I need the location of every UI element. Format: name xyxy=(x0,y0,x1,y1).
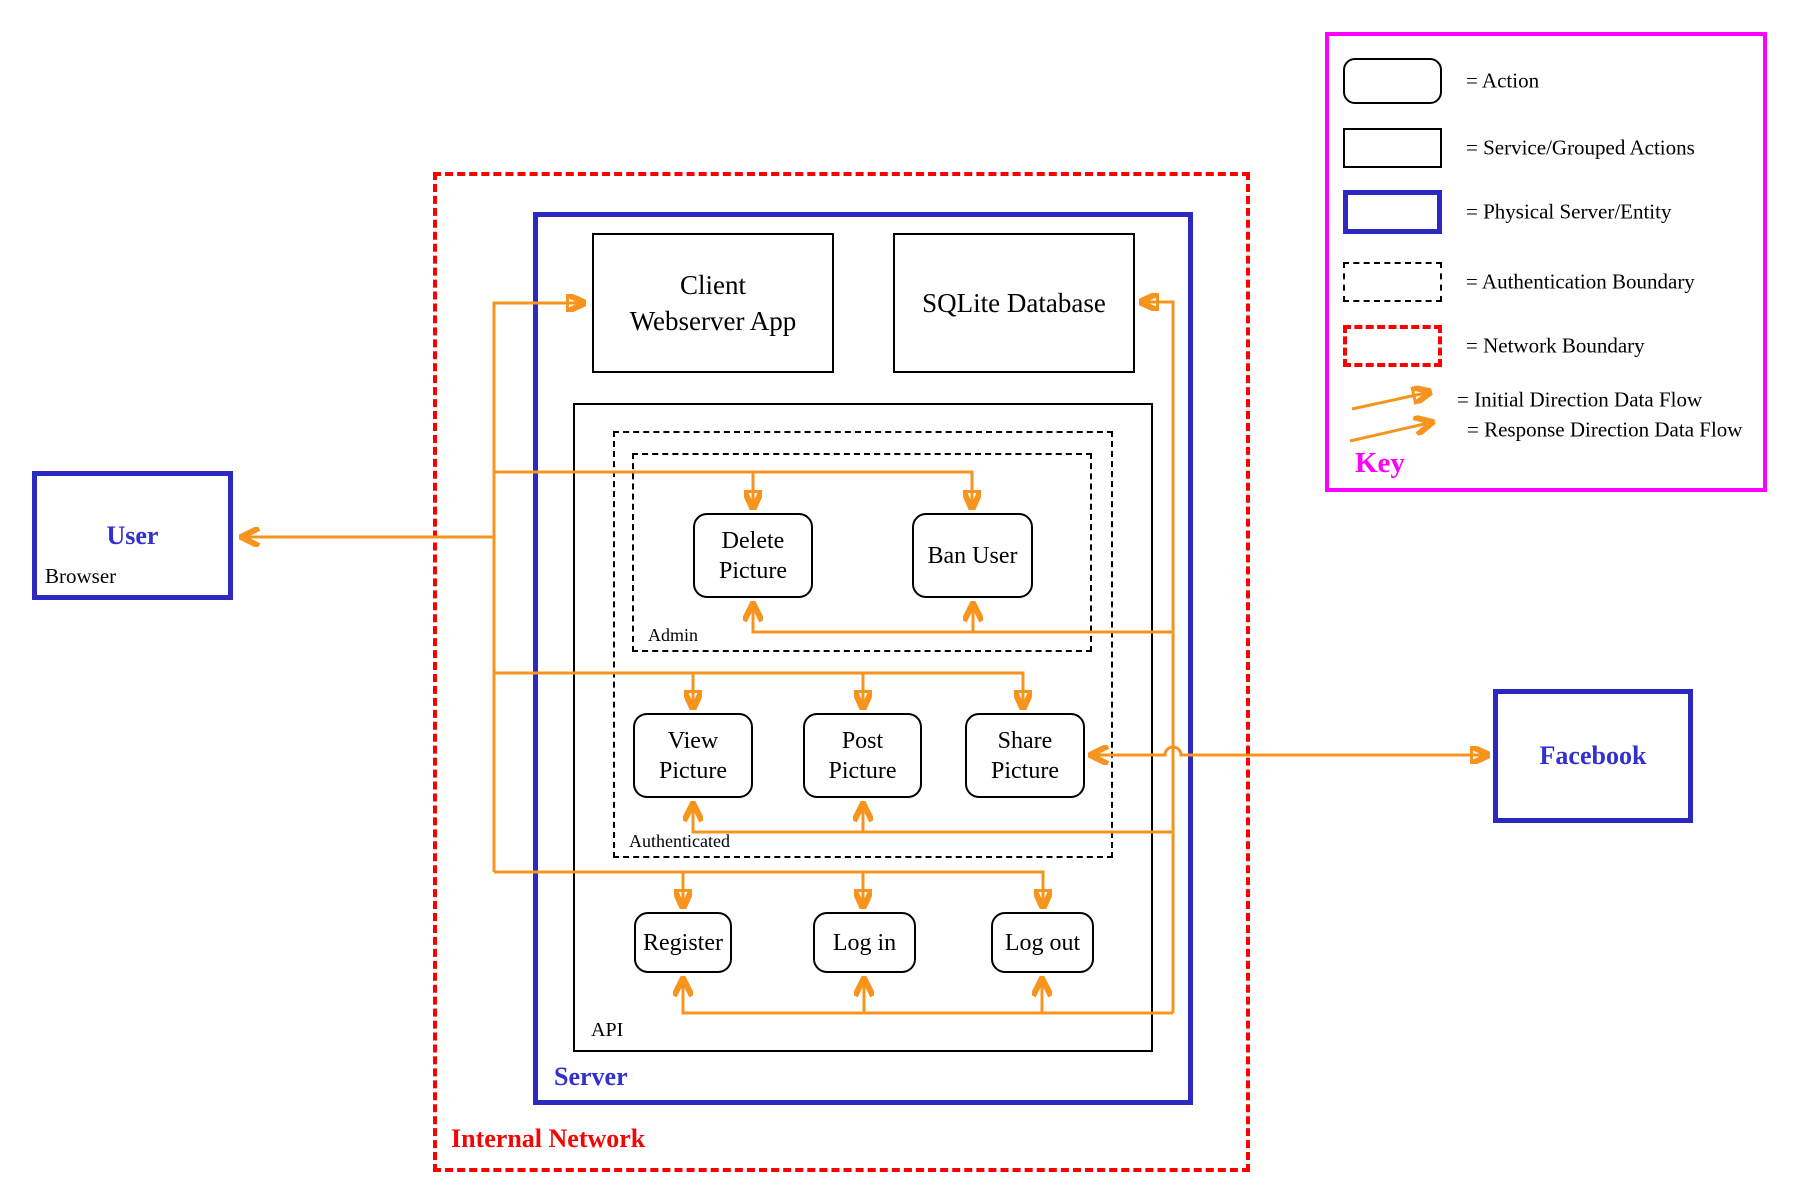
action-log-in: Log in xyxy=(813,912,916,973)
sqlite-database-label: SQLite Database xyxy=(922,287,1106,318)
action-ban-user: Ban User xyxy=(912,513,1033,598)
key-swatch-action-rounded-rect xyxy=(1343,58,1442,104)
server-label: Server xyxy=(554,1062,628,1091)
key-item-authentication-boundary-label: = Authentication Boundary xyxy=(1466,269,1695,294)
internal-network-boundary: Internal Network xyxy=(433,172,1250,1172)
browser-label: Browser xyxy=(45,564,117,588)
action-register: Register xyxy=(634,912,732,973)
user-label: User xyxy=(106,520,159,550)
api-label: API xyxy=(591,1019,624,1041)
key-item-physical-server-label: = Physical Server/Entity xyxy=(1466,199,1672,224)
facebook-label: Facebook xyxy=(1539,741,1647,770)
key-item-initial-direction-label: = Initial Direction Data Flow xyxy=(1457,387,1703,412)
facebook-entity-box: Facebook xyxy=(1493,689,1693,823)
user-entity-box: User Browser xyxy=(32,471,233,600)
log-in-label: Log in xyxy=(832,929,897,956)
action-share-picture: Share Picture xyxy=(965,713,1085,798)
action-delete-picture: Delete Picture xyxy=(693,513,813,598)
log-out-label: Log out xyxy=(1004,929,1081,956)
key-swatch-service-rect xyxy=(1343,128,1442,168)
key-swatch-physical-server-rect xyxy=(1343,190,1442,234)
key-item-service-label: = Service/Grouped Actions xyxy=(1466,135,1695,160)
client-webserver-app-box: Client Webserver App xyxy=(592,233,834,373)
ban-user-label: Ban User xyxy=(927,542,1018,569)
delete-picture-label: Delete Picture xyxy=(719,527,787,584)
sqlite-database-box: SQLite Database xyxy=(893,233,1135,373)
post-picture-label: Post Picture xyxy=(828,727,897,784)
key-item-response-direction-label: = Response Direction Data Flow xyxy=(1467,417,1743,442)
action-view-picture: View Picture xyxy=(633,713,753,798)
key-title: Key xyxy=(1355,447,1405,479)
register-label: Register xyxy=(643,929,723,956)
key-swatch-authentication-boundary xyxy=(1343,262,1442,302)
share-picture-label: Share Picture xyxy=(991,727,1059,784)
internal-network-label: Internal Network xyxy=(451,1124,646,1153)
admin-boundary: Admin xyxy=(632,453,1092,652)
authenticated-label: Authenticated xyxy=(629,831,730,851)
view-picture-label: View Picture xyxy=(659,727,727,784)
action-log-out: Log out xyxy=(991,912,1094,973)
client-webserver-app-label: Client Webserver App xyxy=(629,269,797,336)
key-panel: = Action = Service/Grouped Actions = Phy… xyxy=(1325,32,1767,492)
admin-label: Admin xyxy=(648,625,699,645)
authenticated-boundary: Authenticated xyxy=(613,431,1113,858)
action-post-picture: Post Picture xyxy=(803,713,922,798)
key-swatch-network-boundary xyxy=(1343,325,1442,367)
key-item-network-boundary-label: = Network Boundary xyxy=(1466,333,1645,358)
key-item-action-label: = Action xyxy=(1466,68,1540,93)
